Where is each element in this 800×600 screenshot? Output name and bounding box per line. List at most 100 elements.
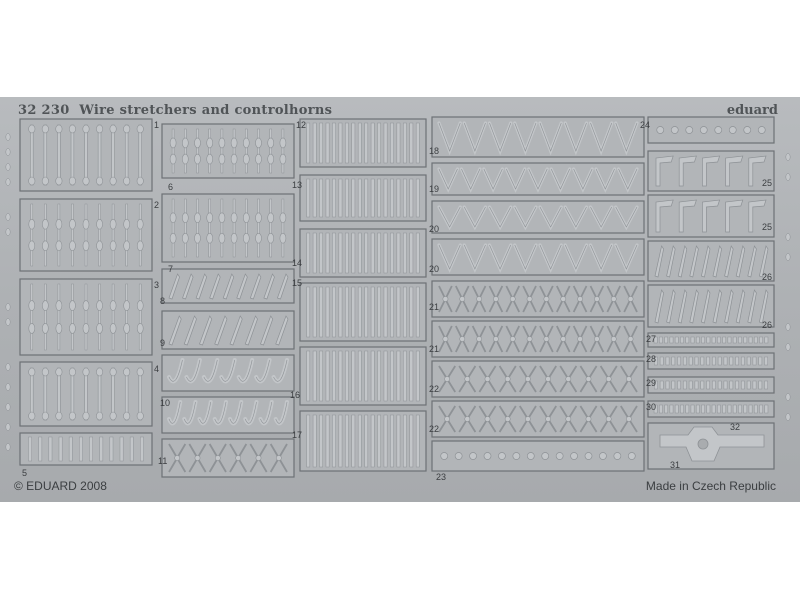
part-13-bar xyxy=(403,178,407,218)
part-27-bar xyxy=(732,336,737,344)
part-number-label: 20 xyxy=(429,264,440,274)
part-23-knob xyxy=(570,452,578,460)
part-20-horn-edge xyxy=(463,206,486,228)
part-13-bar xyxy=(325,178,330,218)
part-16c-bar xyxy=(403,350,407,402)
part-16c-bar xyxy=(415,350,420,402)
part-6b-bead xyxy=(182,232,189,244)
part-23-knob xyxy=(555,452,564,460)
part-10-horn-edge xyxy=(214,401,227,424)
part-16-horn-edge xyxy=(255,359,270,382)
part-22-hub xyxy=(484,376,491,382)
part-26-horn xyxy=(712,245,722,278)
part-26b-horn xyxy=(735,289,746,324)
part-26b-horn xyxy=(758,289,769,324)
part-20b xyxy=(431,238,645,276)
part-28-bar xyxy=(677,356,681,366)
part-12-bar xyxy=(364,122,369,164)
part-28-bar xyxy=(746,356,751,366)
sprue-dot xyxy=(5,163,11,171)
part-5-bar xyxy=(129,436,134,462)
part-30-bar xyxy=(753,404,758,414)
part-1-eye xyxy=(41,176,49,186)
part-6-wire xyxy=(220,128,224,174)
part-23-knob xyxy=(526,452,535,460)
part-24-knob xyxy=(670,126,679,134)
part-18 xyxy=(431,116,645,158)
part-31-bracket xyxy=(659,426,765,462)
part-12-bar xyxy=(351,122,356,164)
part-4-eye xyxy=(41,367,49,377)
sprue-dot xyxy=(785,173,791,181)
part-23-knob xyxy=(440,452,449,460)
part-26-horn xyxy=(700,245,711,278)
part-21b-hub xyxy=(577,336,583,342)
part-21-hub xyxy=(493,296,499,302)
part-2-wire xyxy=(84,203,88,267)
part-29-bar xyxy=(729,380,734,390)
sprue-dot xyxy=(785,233,791,241)
part-18-horn-edge xyxy=(463,122,486,152)
part-15-bar xyxy=(409,286,414,338)
part-16-horn-edge xyxy=(168,359,183,382)
part-21b-hub xyxy=(509,336,516,342)
part-2-bead xyxy=(96,240,103,252)
part-10-horn-edge xyxy=(260,401,273,424)
part-26b-horn xyxy=(666,289,676,324)
part-13-bar xyxy=(390,178,394,218)
part-2-bead xyxy=(123,218,130,230)
part-30-bar xyxy=(674,404,679,414)
part-10-horn-edge xyxy=(244,401,257,424)
part-number-label: 13 xyxy=(292,180,303,190)
fret-title-text: Wire stretchers and controlhorns xyxy=(79,103,333,118)
part-16c-bar xyxy=(364,350,369,402)
part-2-bead xyxy=(82,240,90,252)
part-19-horn-edge xyxy=(438,168,458,190)
part-23-knob xyxy=(469,452,477,460)
part-29-bar xyxy=(712,380,716,390)
fret-title: 32 230 Wire stretchers and controlhorns xyxy=(18,103,332,118)
part-13-bar xyxy=(364,178,369,218)
part-17-bar xyxy=(370,414,375,468)
sprue-dot xyxy=(5,318,11,326)
part-21-hub xyxy=(560,296,567,302)
part-4-eye xyxy=(68,411,76,421)
part-17-bar xyxy=(319,414,323,468)
part-19-horn-edge xyxy=(506,168,526,190)
part-15-bar xyxy=(370,286,375,338)
part-14-bar xyxy=(338,232,343,274)
part-10-horn-edge xyxy=(183,401,196,424)
part-5-bar xyxy=(79,436,83,462)
part-number-label: 3 xyxy=(154,280,160,290)
part-number-label: 7 xyxy=(168,264,174,274)
part-number-label: 10 xyxy=(160,398,171,408)
part-28-bar xyxy=(717,356,722,366)
part-29-bar xyxy=(764,380,768,390)
part-1-eye xyxy=(136,124,144,134)
part-22b-hub xyxy=(605,416,612,422)
part-6b-bead xyxy=(169,212,177,224)
part-22b-hub xyxy=(626,416,632,422)
part-26-horn xyxy=(666,245,676,278)
part-21-hub xyxy=(627,296,634,302)
part-number-label: 19 xyxy=(429,184,440,194)
sprue-dot xyxy=(5,403,11,411)
part-25b-horn xyxy=(678,199,697,233)
part-19-horn-edge xyxy=(618,168,638,190)
part-26-horn xyxy=(747,245,757,278)
part-15-bar xyxy=(325,286,330,338)
part-number-label: 26 xyxy=(762,272,773,282)
part-21b-hub xyxy=(459,336,466,342)
part-15-bar xyxy=(364,286,369,338)
part-30-bar xyxy=(690,404,695,414)
part-2-bead xyxy=(109,218,117,230)
part-2-bead xyxy=(123,240,130,252)
part-30-bar xyxy=(664,404,669,414)
part-12-bar xyxy=(396,122,401,164)
part-3-bead xyxy=(136,300,144,311)
part-3-bead xyxy=(109,300,117,311)
part-15-bar xyxy=(306,286,311,338)
part-30-bar xyxy=(732,404,737,414)
part-9-horn xyxy=(229,315,243,346)
part-3-wire xyxy=(44,283,47,351)
